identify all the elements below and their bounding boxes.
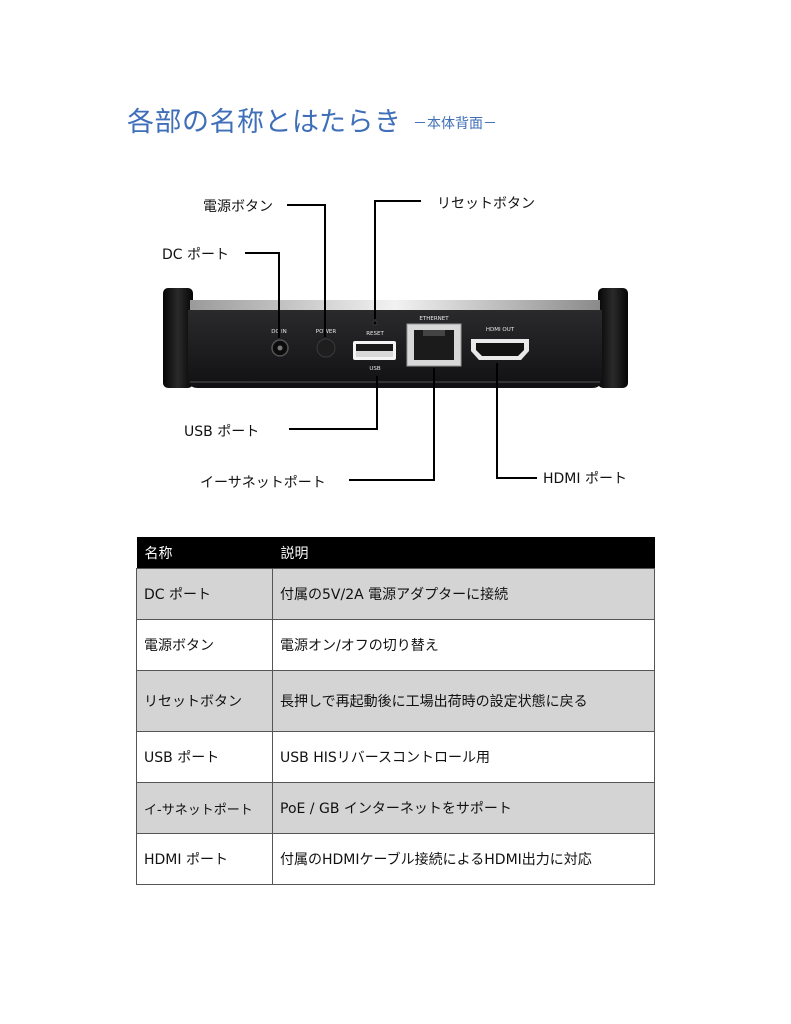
table-cell-description: 付属のHDMIケーブル接続によるHDMI出力に対応 bbox=[272, 833, 655, 885]
device-rear-diagram: DC IN POWER RESET ETHERNET HDMI OUT USB bbox=[163, 200, 628, 481]
table-cell-description: 付属の5V/2A 電源アダプターに接続 bbox=[272, 568, 655, 620]
callout-dc-port: DC ポート bbox=[162, 247, 230, 263]
leader-reset bbox=[374, 200, 421, 319]
table-row: HDMI ポート 付属のHDMIケーブル接続によるHDMI出力に対応 bbox=[136, 833, 655, 885]
power-button bbox=[316, 338, 336, 358]
spec-table: 名称 説明 DC ポート 付属の5V/2A 電源アダプターに接続 電源ボタン 電… bbox=[136, 537, 655, 885]
table-row: USB ポート USB HISリバースコントロール用 bbox=[136, 731, 655, 783]
table-row: リセットボタン 長押しで再起動後に工場出荷時の設定状態に戻る bbox=[136, 670, 655, 732]
leader-usb bbox=[289, 376, 378, 430]
callout-reset-button: リセットボタン bbox=[437, 196, 535, 212]
device-top-cover bbox=[190, 300, 600, 312]
table-cell-name: イ-サネットポート bbox=[136, 782, 273, 834]
table-header-name: 名称 bbox=[136, 537, 273, 569]
table-row: DC ポート 付属の5V/2A 電源アダプターに接続 bbox=[136, 568, 655, 620]
callout-power-button: 電源ボタン bbox=[203, 199, 273, 215]
leader-power bbox=[287, 204, 326, 337]
table-header-row: 名称 説明 bbox=[136, 537, 655, 569]
device-label-power: POWER bbox=[316, 329, 337, 335]
device-label-usb: USB bbox=[369, 366, 381, 372]
leader-ethernet bbox=[349, 368, 435, 481]
table-cell-name: 電源ボタン bbox=[136, 619, 273, 671]
table-cell-name: USB ポート bbox=[136, 731, 273, 783]
table-cell-name: リセットボタン bbox=[136, 670, 273, 732]
callout-hdmi-port: HDMI ポート bbox=[543, 471, 627, 487]
table-cell-description: PoE / GB インターネットをサポート bbox=[272, 782, 655, 834]
table-cell-description: 電源オン/オフの切り替え bbox=[272, 619, 655, 671]
leader-dc bbox=[245, 252, 280, 338]
leader-hdmi bbox=[496, 363, 537, 479]
right-antenna bbox=[598, 288, 628, 388]
callout-usb-port: USB ポート bbox=[184, 424, 260, 440]
table-cell-description: USB HISリバースコントロール用 bbox=[272, 731, 655, 783]
table-header-description: 説明 bbox=[272, 537, 655, 569]
device-label-hdmi-out: HDMI OUT bbox=[486, 327, 515, 333]
table-row: 電源ボタン 電源オン/オフの切り替え bbox=[136, 619, 655, 671]
table-cell-description: 長押しで再起動後に工場出荷時の設定状態に戻る bbox=[272, 670, 655, 732]
table-cell-name: HDMI ポート bbox=[136, 833, 273, 885]
table-row: イ-サネットポート PoE / GB インターネットをサポート bbox=[136, 782, 655, 834]
device-label-ethernet: ETHERNET bbox=[419, 316, 449, 322]
callout-ethernet-port: イーサネットポート bbox=[200, 475, 326, 491]
page-subtitle: －本体背面－ bbox=[413, 116, 497, 132]
table-cell-name: DC ポート bbox=[136, 568, 273, 620]
page-title: 各部の名称とはたらき bbox=[127, 107, 402, 138]
left-antenna bbox=[163, 288, 193, 388]
device-label-reset: RESET bbox=[366, 331, 384, 337]
reset-pinhole bbox=[372, 320, 378, 326]
